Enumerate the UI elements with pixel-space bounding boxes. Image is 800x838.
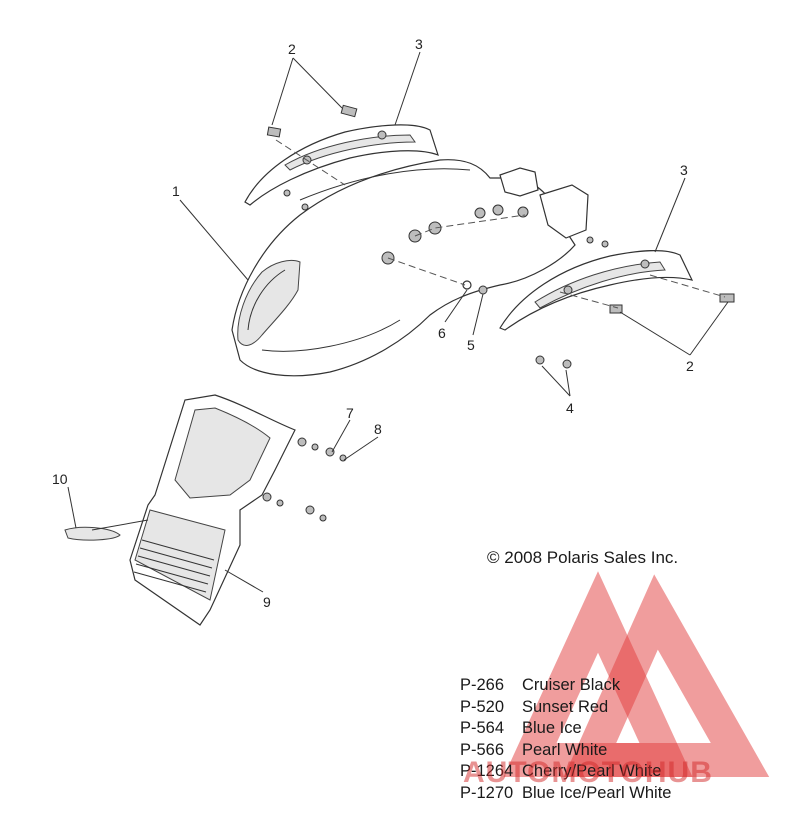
reflector-grille [133, 539, 215, 593]
color-code: P-566 [460, 740, 505, 759]
bolts [266, 104, 735, 314]
color-code: P-1264 [460, 762, 514, 780]
callout-4: 4 [566, 400, 574, 416]
color-name: Blue Ice/Pearl White [522, 783, 672, 802]
color-name: Pearl White [522, 740, 608, 759]
callout-2-top: 2 [288, 41, 296, 57]
color-code-row: P-520 Sunset Red [460, 697, 671, 719]
callout-8: 8 [374, 421, 382, 437]
callout-9: 9 [263, 594, 271, 610]
reflector-lens [64, 526, 121, 541]
callout-2-right: 2 [686, 358, 694, 374]
rear-fender [231, 159, 589, 377]
callout-1: 1 [172, 183, 180, 199]
alignment-lines [275, 139, 726, 309]
callout-7: 7 [346, 405, 354, 421]
color-name: Blue Ice [522, 719, 582, 737]
callout-3-right: 3 [680, 162, 688, 178]
color-code-row: P-1270 Blue Ice/Pearl White [460, 783, 671, 805]
nuts-and-washer [462, 280, 572, 369]
side-rail-right [499, 249, 694, 331]
color-name: Cruiser Black [522, 676, 621, 694]
callout-6: 6 [438, 325, 446, 341]
color-code: P-266 [460, 676, 505, 694]
color-name: Sunset Red [522, 697, 609, 716]
callout-5: 5 [467, 337, 475, 353]
color-code-row: P-1264 Cherry/Pearl White [460, 761, 671, 783]
license-plate-bracket [129, 394, 347, 626]
color-code-row: P-266 Cruiser Black [460, 675, 671, 697]
callout-10: 10 [52, 471, 68, 487]
callout-3-top: 3 [415, 36, 423, 52]
color-code-row: P-566 Pearl White [460, 740, 671, 762]
color-code: P-1270 [460, 783, 514, 802]
color-code: P-520 [460, 697, 505, 716]
watermark-text: AUTOMOTOHUB [463, 756, 713, 789]
leader-lines [67, 51, 729, 593]
color-code-row: P-564 Blue Ice [460, 718, 671, 740]
callout-numbers: 1 2 3 3 2 4 5 6 7 8 9 10 [52, 36, 694, 610]
color-name: Cherry/Pearl White [522, 762, 662, 780]
color-code: P-564 [460, 719, 505, 737]
copyright-notice: © 2008 Polaris Sales Inc. [487, 548, 679, 567]
